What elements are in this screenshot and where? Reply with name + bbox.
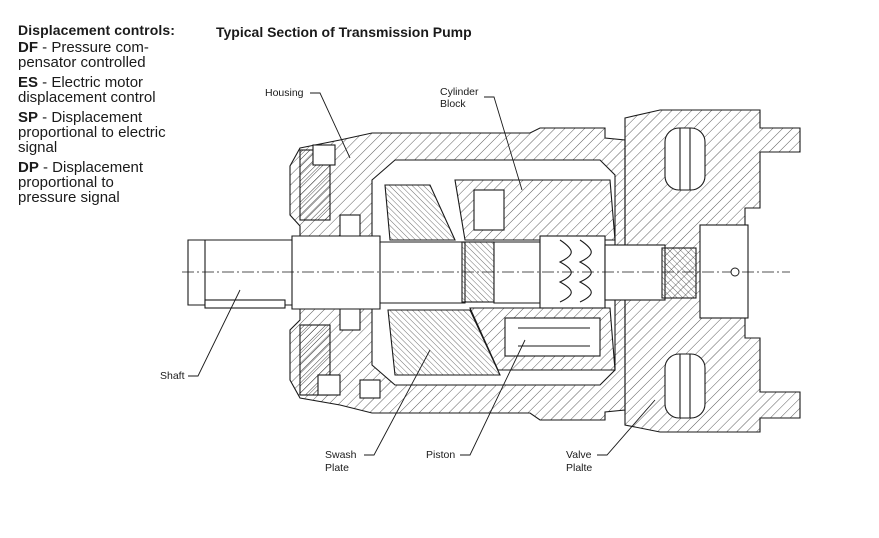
control-text: - Electric motor: [38, 74, 144, 91]
control-text-cont: displacement control: [18, 89, 156, 106]
control-text-cont: proportional to: [18, 174, 114, 191]
piston: [504, 317, 601, 357]
control-text: - Displacement: [38, 159, 144, 176]
control-df: DF - Pressure com- pensator controlled: [18, 40, 208, 70]
control-text-cont: proportional to electric: [18, 124, 166, 141]
control-text-cont: pensator controlled: [18, 54, 146, 71]
swash-plate: [384, 184, 456, 241]
control-text-cont: pressure signal: [18, 189, 120, 206]
label-housing: Housing: [265, 87, 304, 99]
control-es: ES - Electric motor displacement control: [18, 75, 208, 105]
label-swash-plate: Swash: [325, 449, 357, 461]
displacement-controls-panel: Displacement controls: DF - Pressure com…: [18, 22, 208, 210]
control-dp: DP - Displacement proportional to pressu…: [18, 160, 208, 205]
label-cylinder-block: Cylinder: [440, 86, 479, 98]
control-code: ES: [18, 74, 39, 91]
shaft: [187, 235, 466, 310]
label-valve-plate: Valve: [566, 449, 592, 461]
label-swash-plate-2: Plate: [325, 462, 349, 474]
control-code: SP: [18, 109, 39, 126]
control-code: DF: [18, 39, 38, 56]
control-text-cont: signal: [18, 139, 58, 156]
control-text: - Displacement: [38, 109, 143, 126]
label-cylinder-block-2: Block: [440, 98, 466, 110]
controls-heading: Displacement controls:: [18, 22, 176, 38]
label-shaft: Shaft: [160, 370, 185, 382]
control-text: - Pressure com-: [38, 39, 149, 56]
diagram-title: Typical Section of Transmission Pump: [216, 24, 472, 40]
control-sp: SP - Displacement proportional to electr…: [18, 110, 208, 155]
label-valve-plate-2: Plalte: [566, 462, 592, 474]
control-code: DP: [18, 159, 39, 176]
label-piston: Piston: [426, 449, 455, 461]
